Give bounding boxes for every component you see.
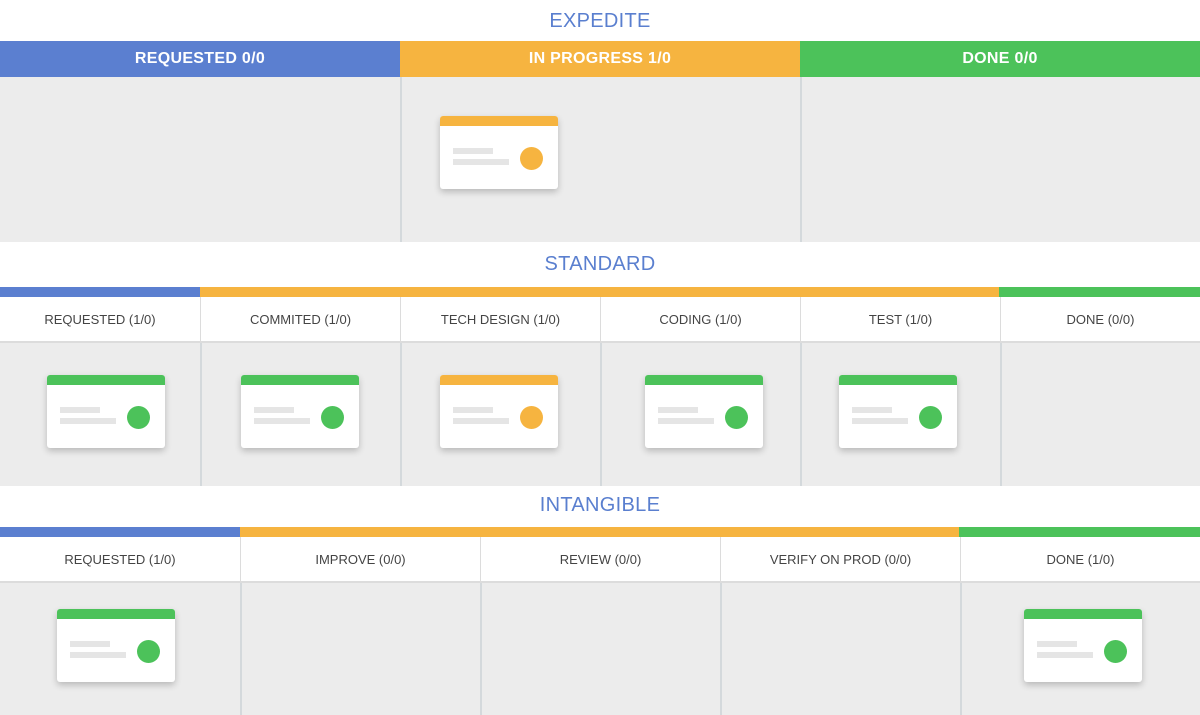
standard-column-header-tech-design[interactable]: TECH DESIGN (1/0) — [400, 297, 600, 341]
intangible-column-header-verify-on-prod[interactable]: VERIFY ON PROD (0/0) — [720, 537, 960, 581]
standard-column-header-coding[interactable]: CODING (1/0) — [600, 297, 800, 341]
task-card[interactable] — [57, 609, 175, 682]
card-status-stripe — [440, 375, 558, 385]
intangible-cell-verify-on-prod[interactable] — [720, 583, 960, 715]
status-bar-requested — [0, 287, 200, 297]
intangible-cell-review[interactable] — [480, 583, 720, 715]
standard-cell-commited[interactable] — [200, 343, 400, 486]
task-card[interactable] — [1024, 609, 1142, 682]
status-bar-requested — [0, 527, 240, 537]
standard-column-header-done[interactable]: DONE (0/0) — [1000, 297, 1200, 341]
intangible-column-header-requested[interactable]: REQUESTED (1/0) — [64, 551, 176, 567]
intangible-status-bar — [0, 527, 1200, 537]
expedite-cell-done[interactable] — [800, 77, 1200, 242]
expedite-lane-body — [0, 77, 1200, 242]
card-status-dot-icon — [1104, 640, 1127, 663]
intangible-lane-title: INTANGIBLE — [539, 494, 661, 516]
card-status-dot-icon — [919, 406, 942, 429]
standard-status-bar — [0, 287, 1200, 297]
card-text-placeholder — [658, 418, 714, 424]
card-status-stripe — [1024, 609, 1142, 619]
expedite-column-header-in-progress[interactable]: IN PROGRESS 1/0 — [400, 41, 800, 77]
expedite-column-header-requested[interactable]: REQUESTED 0/0 — [0, 41, 400, 77]
card-text-placeholder — [254, 407, 294, 413]
status-bar-done — [959, 527, 1200, 537]
card-status-dot-icon — [137, 640, 160, 663]
status-bar-in-progress — [200, 287, 999, 297]
standard-column-headers: REQUESTED (1/0) COMMITED (1/0) TECH DESI… — [0, 297, 1200, 343]
intangible-column-header-review[interactable]: REVIEW (0/0) — [480, 537, 720, 581]
intangible-cell-requested[interactable] — [0, 583, 240, 715]
status-bar-in-progress — [240, 527, 959, 537]
standard-cell-test[interactable] — [800, 343, 1000, 486]
card-status-stripe — [241, 375, 359, 385]
task-card[interactable] — [440, 375, 558, 448]
standard-column-header-requested[interactable]: REQUESTED (1/0) — [44, 311, 156, 327]
intangible-cell-done[interactable] — [960, 583, 1200, 715]
task-card[interactable] — [440, 116, 558, 189]
card-text-placeholder — [1037, 641, 1077, 647]
intangible-column-header-done[interactable]: DONE (1/0) — [960, 537, 1200, 581]
task-card[interactable] — [47, 375, 165, 448]
card-text-placeholder — [60, 407, 100, 413]
card-status-stripe — [645, 375, 763, 385]
standard-cell-tech-design[interactable] — [400, 343, 600, 486]
card-text-placeholder — [70, 641, 110, 647]
card-text-placeholder — [852, 407, 892, 413]
intangible-column-headers: REQUESTED (1/0) IMPROVE (0/0) REVIEW (0/… — [0, 537, 1200, 583]
standard-cell-done[interactable] — [1000, 343, 1200, 486]
task-card[interactable] — [241, 375, 359, 448]
standard-cell-coding[interactable] — [600, 343, 800, 486]
card-status-dot-icon — [520, 147, 543, 170]
card-text-placeholder — [70, 652, 126, 658]
task-card[interactable] — [645, 375, 763, 448]
expedite-lane-title: EXPEDITE — [549, 10, 651, 32]
card-text-placeholder — [453, 159, 509, 165]
card-text-placeholder — [60, 418, 116, 424]
card-status-dot-icon — [127, 406, 150, 429]
card-status-dot-icon — [321, 406, 344, 429]
task-card[interactable] — [839, 375, 957, 448]
intangible-lane-body — [0, 583, 1200, 715]
card-text-placeholder — [658, 407, 698, 413]
card-status-dot-icon — [520, 406, 543, 429]
expedite-column-header-done[interactable]: DONE 0/0 — [800, 41, 1200, 77]
card-text-placeholder — [453, 418, 509, 424]
expedite-cell-requested[interactable] — [0, 77, 400, 242]
card-text-placeholder — [254, 418, 310, 424]
card-text-placeholder — [453, 148, 493, 154]
intangible-cell-improve[interactable] — [240, 583, 480, 715]
standard-cell-requested[interactable] — [0, 343, 200, 486]
intangible-column-header-improve[interactable]: IMPROVE (0/0) — [240, 537, 480, 581]
card-status-stripe — [440, 116, 558, 126]
standard-lane-title: STANDARD — [544, 253, 656, 275]
card-status-stripe — [47, 375, 165, 385]
standard-lane-body — [0, 343, 1200, 486]
card-status-stripe — [57, 609, 175, 619]
card-status-dot-icon — [725, 406, 748, 429]
standard-column-header-commited[interactable]: COMMITED (1/0) — [200, 297, 400, 341]
card-text-placeholder — [453, 407, 493, 413]
card-status-stripe — [839, 375, 957, 385]
card-text-placeholder — [1037, 652, 1093, 658]
card-text-placeholder — [852, 418, 908, 424]
standard-column-header-test[interactable]: TEST (1/0) — [800, 297, 1000, 341]
status-bar-done — [999, 287, 1200, 297]
expedite-cell-in-progress[interactable] — [400, 77, 800, 242]
